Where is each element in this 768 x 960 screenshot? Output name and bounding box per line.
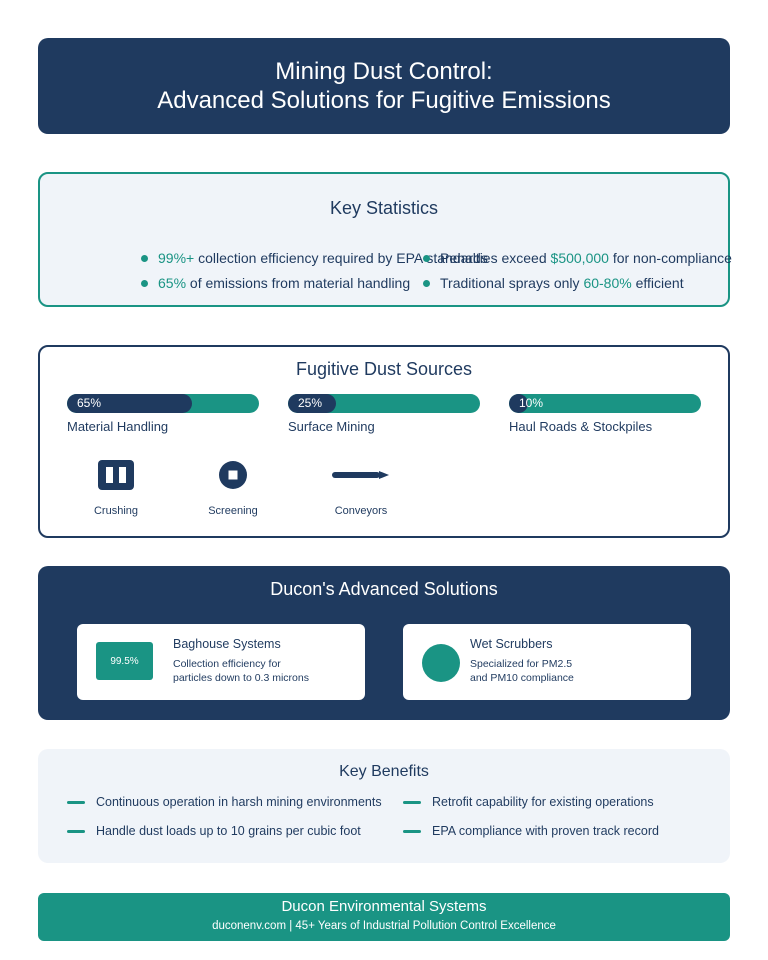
- solution-card-baghouse: 99.5% Baghouse Systems Collection effici…: [77, 624, 365, 700]
- stat-item: Traditional sprays only 60-80% efficient: [423, 275, 684, 291]
- progress-fill: [67, 394, 192, 413]
- progress-fill: [509, 394, 529, 413]
- footer-tagline: duconenv.com | 45+ Years of Industrial P…: [212, 920, 556, 932]
- progress-track: 65%: [67, 394, 259, 413]
- footer-company: Ducon Environmental Systems: [281, 898, 487, 915]
- dash-icon: [67, 830, 85, 833]
- dash-icon: [403, 830, 421, 833]
- solution-card-wet-scrubbers: Wet Scrubbers Specialized for PM2.5 and …: [403, 624, 691, 700]
- solutions-title: Ducon's Advanced Solutions: [270, 579, 498, 599]
- card-title: Baghouse Systems: [173, 637, 281, 651]
- screen-icon: [198, 459, 268, 491]
- benefits-title: Key Benefits: [339, 763, 429, 780]
- benefit-item: Continuous operation in harsh mining env…: [67, 795, 382, 809]
- key-statistics-panel: Key Statistics 99%+ collection efficienc…: [38, 172, 732, 307]
- efficiency-badge: 99.5%: [96, 642, 153, 680]
- progress-fill: [288, 394, 336, 413]
- process-label: Conveyors: [334, 505, 388, 517]
- progress-track: 10%: [509, 394, 701, 413]
- page-footer: Ducon Environmental Systems duconenv.com…: [38, 893, 730, 941]
- bullet-icon: [423, 254, 430, 262]
- process-label: Screening: [208, 505, 258, 517]
- benefits-panel: Key Benefits Continuous operation in har…: [38, 749, 730, 863]
- source-label: Haul Roads & Stockpiles: [509, 419, 653, 434]
- dust-sources-title: Fugitive Dust Sources: [295, 359, 473, 379]
- percent-label: 25%: [298, 396, 323, 410]
- benefit-item: EPA compliance with proven track record: [403, 824, 659, 838]
- card-description: Collection efficiency for particles down…: [173, 658, 309, 684]
- percent-label: 10%: [519, 396, 544, 410]
- bullet-icon: [141, 279, 148, 287]
- source-bar-surface-mining: 25% Surface Mining: [288, 394, 480, 434]
- scrubber-circle-icon: [422, 644, 460, 682]
- benefit-item: Retrofit capability for existing operati…: [403, 795, 654, 809]
- header-title-line1: Mining Dust Control:: [275, 58, 493, 85]
- key-statistics-title: Key Statistics: [329, 198, 439, 218]
- bullet-icon: [141, 254, 148, 262]
- process-label: Crushing: [93, 505, 139, 517]
- process-screening: Screening: [198, 459, 268, 517]
- bullet-icon: [423, 279, 430, 287]
- stat-item: 65% of emissions from material handling: [141, 275, 410, 291]
- page-header: Mining Dust Control: Advanced Solutions …: [38, 38, 730, 134]
- source-label: Material Handling: [67, 419, 169, 434]
- dash-icon: [403, 801, 421, 804]
- card-title: Wet Scrubbers: [470, 637, 553, 651]
- header-title-line2: Advanced Solutions for Fugitive Emission…: [157, 87, 611, 114]
- source-label: Surface Mining: [288, 419, 375, 434]
- stat-item: 99%+ collection efficiency required by E…: [141, 250, 488, 266]
- solutions-panel: Ducon's Advanced Solutions 99.5% Baghous…: [38, 566, 730, 720]
- benefit-item: Handle dust loads up to 10 grains per cu…: [67, 824, 361, 838]
- dust-sources-panel: Fugitive Dust Sources 65% Material Handl…: [38, 345, 730, 538]
- percent-label: 65%: [77, 396, 102, 410]
- crusher-icon: [86, 459, 146, 491]
- process-conveyors: Conveyors: [326, 459, 396, 517]
- stat-item: Penalties exceed $500,000 for non-compli…: [423, 250, 732, 266]
- source-bar-material-handling: 65% Material Handling: [67, 394, 259, 434]
- card-description: Specialized for PM2.5 and PM10 complianc…: [470, 658, 574, 684]
- conveyor-icon: [326, 459, 396, 491]
- progress-track: 25%: [288, 394, 480, 413]
- dash-icon: [67, 801, 85, 804]
- process-crushing: Crushing: [86, 459, 146, 517]
- source-bar-haul-roads: 10% Haul Roads & Stockpiles: [509, 394, 701, 434]
